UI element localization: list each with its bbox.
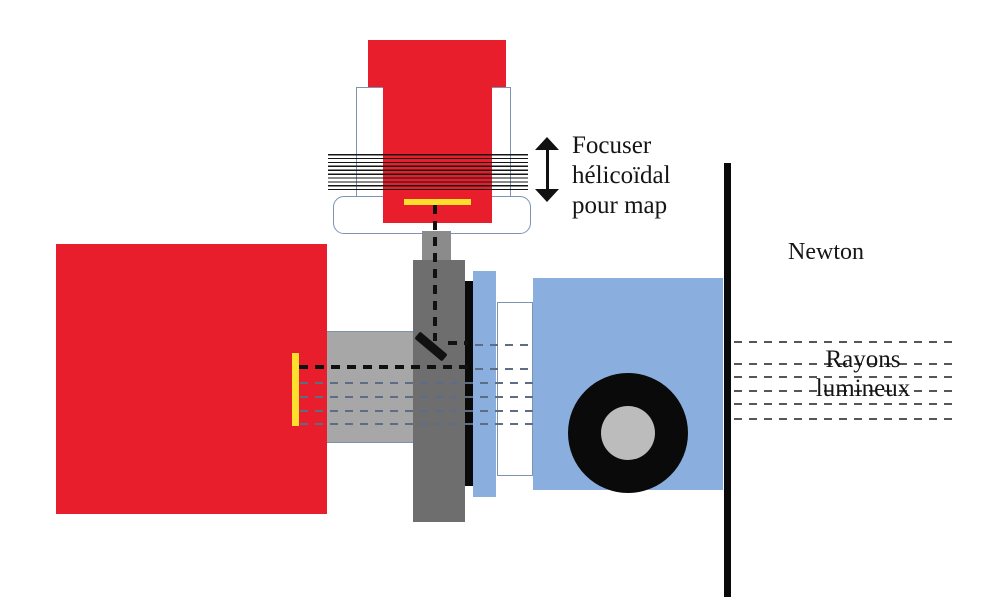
guide-camera-sensor [404, 199, 471, 205]
light-ray [300, 410, 533, 412]
arrow-up-icon [535, 137, 559, 150]
light-ray [734, 363, 957, 365]
newton-label: Newton [788, 239, 864, 265]
light-ray [475, 344, 533, 346]
light-ray [300, 396, 533, 398]
light-ray [734, 390, 957, 392]
lens-opening-inner [601, 406, 655, 460]
optical-axis-to-guide-sensor [433, 205, 437, 341]
adapter-ring-blue [473, 271, 496, 497]
focuser-label-line3: pour map [572, 192, 668, 219]
spacer-ring [497, 302, 533, 476]
light-rays-label: Rayons lumineux [786, 345, 940, 403]
main-camera-sensor [292, 353, 299, 426]
light-ray [734, 403, 957, 405]
optical-axis-to-main-sensor [299, 365, 469, 369]
optical-axis-to-mirror [448, 341, 468, 345]
light-rays-label-line2: lumineux [815, 375, 911, 402]
newton-tube-wall [724, 163, 731, 597]
arrow-down-icon [535, 189, 559, 202]
light-ray [300, 423, 533, 425]
helical-focuser-threads [328, 154, 528, 190]
focuser-label-line2: hélicoïdal [572, 162, 671, 189]
light-ray [734, 341, 957, 343]
light-ray [300, 382, 533, 384]
light-ray [734, 376, 957, 378]
light-rays-label-line1: Rayons [825, 346, 901, 373]
light-ray [475, 368, 533, 370]
flip-mirror-housing [413, 260, 465, 522]
focuser-label-line1: Focuser [572, 132, 652, 159]
focuser-label: Focuser hélicoïdal pour map [572, 131, 671, 221]
camera-drawtube [327, 331, 413, 443]
focuser-travel-arrow [546, 148, 549, 191]
guide-camera-cap [368, 40, 506, 87]
main-camera-body [56, 244, 327, 514]
light-ray [734, 418, 957, 420]
